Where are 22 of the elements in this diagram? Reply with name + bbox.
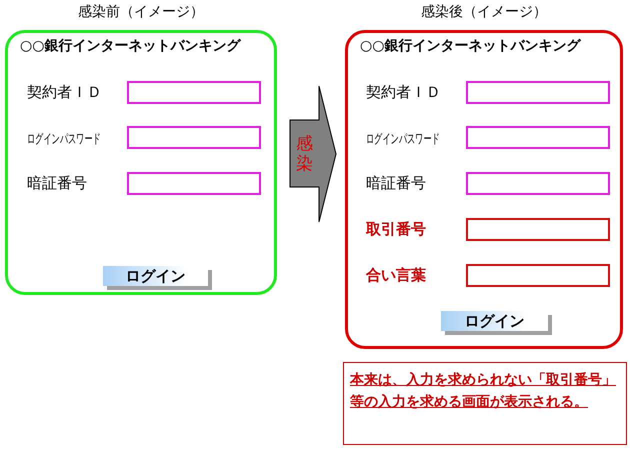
field-label: 取引番号 (366, 220, 426, 239)
input-field (466, 81, 610, 104)
input-field (127, 172, 261, 195)
input-field (466, 218, 610, 241)
field-label: ログインパスワード (366, 131, 440, 148)
panel-heading: 感染前（イメージ） (77, 3, 205, 21)
field-label: 契約者ＩＤ (27, 83, 102, 102)
bank-title: ○○銀行インターネットバンキング (20, 37, 240, 55)
bank-title: ○○銀行インターネットバンキング (360, 37, 580, 55)
input-field (466, 264, 610, 287)
note-box: 本来は、入力を求められない「取引番号」等の入力を求める画面が表示される。 (343, 362, 627, 445)
input-field (466, 126, 610, 149)
field-label: 暗証番号 (366, 174, 426, 193)
panel-heading: 感染後（イメージ） (420, 3, 548, 21)
input-field (466, 172, 610, 195)
input-field (127, 126, 261, 149)
field-label: ログインパスワード (27, 131, 101, 148)
field-label: 契約者ＩＤ (366, 83, 441, 102)
field-label: 合い言葉 (366, 266, 426, 285)
field-label: 暗証番号 (27, 174, 87, 193)
input-field (127, 81, 261, 104)
arrow-label: 感染 (296, 134, 314, 174)
